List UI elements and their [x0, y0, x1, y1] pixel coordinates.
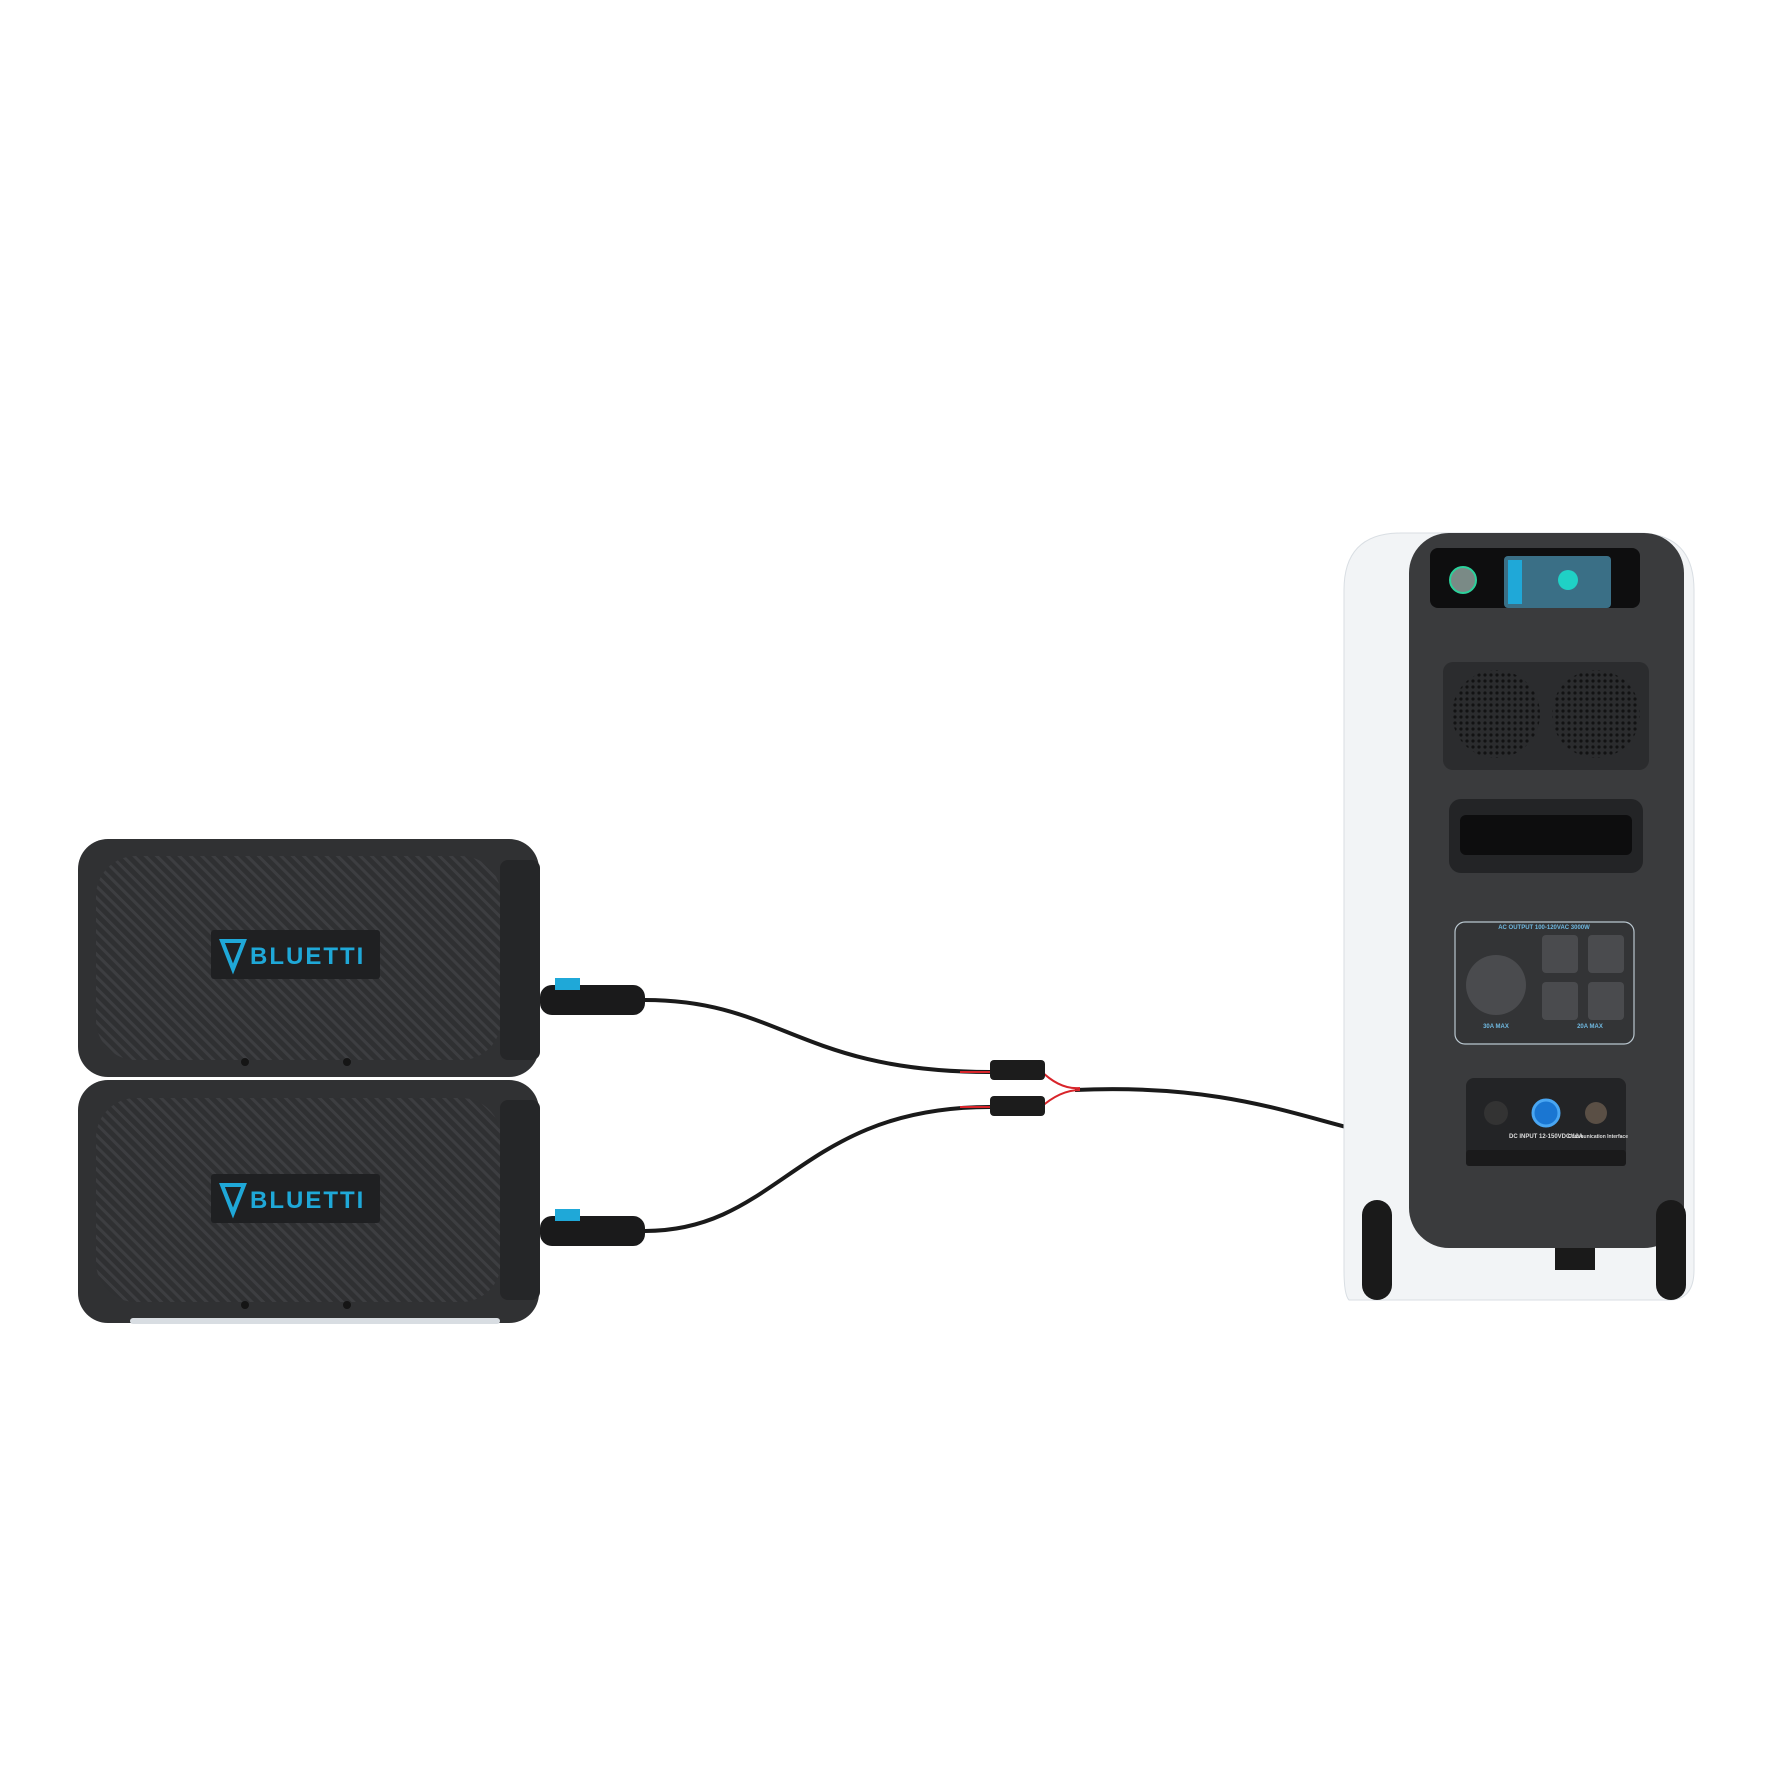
power-button[interactable]: [1449, 566, 1477, 594]
20a-label: 20A MAX: [1577, 1024, 1603, 1030]
30a-outlet-cover[interactable]: [1466, 955, 1526, 1015]
battery-connector: [540, 1216, 645, 1246]
expansion-battery-bottom: BLUETTI: [78, 1080, 645, 1324]
expansion-battery-top: BLUETTI: [78, 839, 645, 1077]
battery-connector: [540, 985, 645, 1015]
dc-input-port[interactable]: [1531, 1098, 1561, 1128]
comm-label: Communication Interface: [1568, 1134, 1628, 1140]
y-splitter-connector: [990, 1060, 1045, 1116]
dc-input-label: DC INPUT 12-150VDC/12A: [1509, 1134, 1584, 1140]
touch-screen[interactable]: [1504, 556, 1611, 608]
30a-label: 30A MAX: [1483, 1024, 1509, 1030]
outlet-cover[interactable]: [1542, 935, 1578, 973]
brand-plate: [211, 930, 380, 979]
ac-output-label: AC OUTPUT 100-120VAC 3000W: [1498, 925, 1590, 931]
bluetti-logo-icon: [219, 939, 247, 975]
outlet-cover[interactable]: [1542, 982, 1578, 1020]
wheel: [1362, 1200, 1392, 1300]
outlet-cover[interactable]: [1588, 982, 1624, 1020]
brand-plate: [211, 1174, 380, 1223]
outlet-cover[interactable]: [1588, 935, 1624, 973]
bluetti-logo-icon: [219, 1183, 247, 1219]
power-station: AC OUTPUT 100-120VAC 3000W 30A MAX 20A M…: [1343, 532, 1695, 1301]
brand-label: BLUETTI: [250, 1187, 365, 1214]
communication-port[interactable]: [1585, 1102, 1607, 1124]
brand-label: BLUETTI: [250, 943, 365, 970]
wheel: [1656, 1200, 1686, 1300]
